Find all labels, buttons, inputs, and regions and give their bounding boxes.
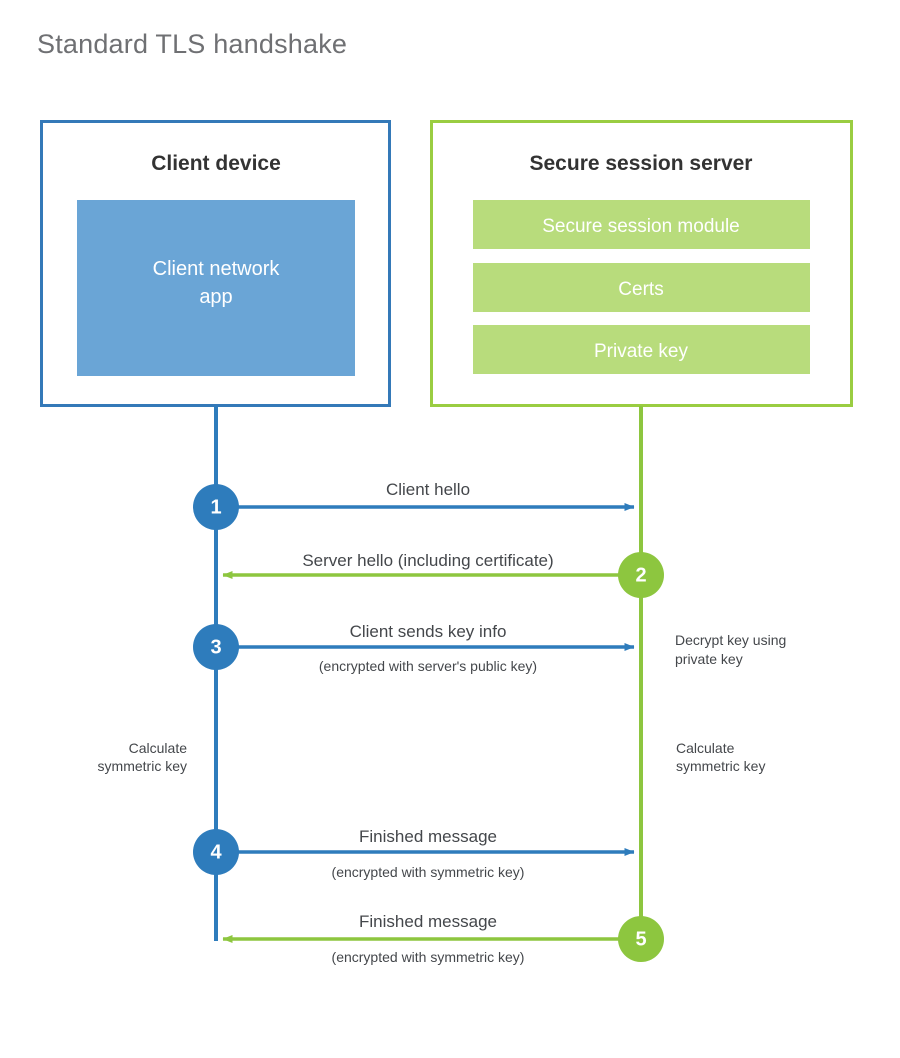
step-3-marker bbox=[193, 624, 239, 670]
page-title: Standard TLS handshake bbox=[37, 29, 347, 59]
client-calc-note-line1: Calculate bbox=[129, 740, 188, 756]
client-calculate-symmetric-key-note: Calculate symmetric key bbox=[98, 740, 188, 774]
server-item-label-private-key: Private key bbox=[594, 341, 688, 362]
server-item-label-secure-session-module: Secure session module bbox=[542, 216, 740, 237]
server-calc-note-line2: symmetric key bbox=[676, 758, 765, 774]
server-calc-note-line1: Calculate bbox=[676, 740, 735, 756]
server-decrypt-note: Decrypt key using private key bbox=[675, 632, 786, 667]
step-5-marker bbox=[618, 916, 664, 962]
step-5-number: 5 bbox=[635, 928, 646, 950]
secure-session-server-panel: Secure session server Secure session mod… bbox=[430, 120, 853, 407]
step-2-label: Server hello (including certificate) bbox=[302, 551, 553, 570]
step-3-sublabel: (encrypted with server's public key) bbox=[319, 658, 537, 674]
step-1-number: 1 bbox=[210, 496, 221, 518]
server-calculate-symmetric-key-note: Calculate symmetric key bbox=[676, 740, 765, 774]
decrypt-note-line2: private key bbox=[675, 651, 743, 667]
client-network-app-label-line2: app bbox=[199, 286, 232, 308]
step-5-label: Finished message bbox=[359, 912, 497, 931]
client-panel-title: Client device bbox=[151, 152, 281, 175]
step-3-number: 3 bbox=[210, 636, 221, 658]
client-network-app-box bbox=[77, 200, 355, 376]
step-4-number: 4 bbox=[210, 841, 222, 863]
server-item-box-secure-session-module bbox=[473, 200, 810, 249]
step-4-marker bbox=[193, 829, 239, 875]
step-5-finished-message-server: Finished message (encrypted with symmetr… bbox=[222, 912, 664, 965]
step-5-sublabel: (encrypted with symmetric key) bbox=[332, 949, 525, 965]
server-item-box-certs bbox=[473, 263, 810, 312]
step-2-number: 2 bbox=[635, 564, 646, 586]
step-2-marker bbox=[618, 552, 664, 598]
server-item-label-certs: Certs bbox=[618, 279, 663, 300]
step-3-client-sends-key-info: Client sends key info (encrypted with se… bbox=[193, 622, 635, 674]
step-2-server-hello: Server hello (including certificate) 2 bbox=[222, 551, 664, 598]
client-device-panel: Client device Client network app bbox=[40, 120, 391, 407]
decrypt-note-line1: Decrypt key using bbox=[675, 632, 786, 648]
step-3-label: Client sends key info bbox=[350, 622, 507, 641]
server-item-box-private-key bbox=[473, 325, 810, 374]
step-4-label: Finished message bbox=[359, 827, 497, 846]
client-calc-note-line2: symmetric key bbox=[98, 758, 187, 774]
step-4-finished-message-client: Finished message (encrypted with symmetr… bbox=[193, 827, 635, 880]
step-1-marker bbox=[193, 484, 239, 530]
step-1-client-hello: Client hello 1 bbox=[193, 480, 635, 530]
client-network-app-label-line1: Client network bbox=[153, 258, 281, 280]
server-panel-title: Secure session server bbox=[530, 152, 753, 175]
step-1-label: Client hello bbox=[386, 480, 470, 499]
step-4-sublabel: (encrypted with symmetric key) bbox=[332, 864, 525, 880]
